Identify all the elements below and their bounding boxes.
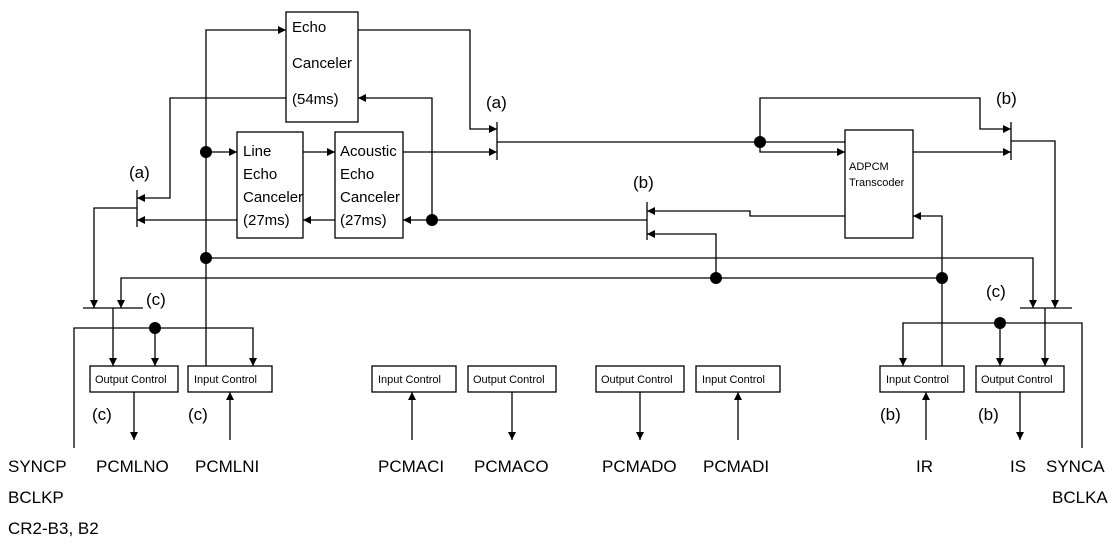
echo-canceler-line3: (54ms) — [292, 91, 339, 108]
pin-pcmlni: PCMLNI — [195, 457, 259, 476]
adpcm-transcoder-block: ADPCM Transcoder — [844, 129, 914, 239]
switch-label-a-left: (a) — [129, 163, 150, 182]
adpcm-transcoder-line1: ADPCM — [849, 161, 889, 173]
switch-label-b-top: (b) — [996, 89, 1017, 108]
switch-label-b-ir: (b) — [880, 405, 901, 424]
input-control-pcmad: Input Control — [695, 365, 781, 393]
junction-dot — [710, 272, 722, 284]
input-control-pcmln-label: Input Control — [194, 374, 257, 386]
output-control-pcmad: Output Control — [595, 365, 685, 393]
junction-dot — [200, 146, 212, 158]
output-control-is: Output Control — [975, 365, 1065, 393]
acoustic-echo-canceler-line4: (27ms) — [340, 212, 387, 229]
pin-synca: SYNCA — [1046, 457, 1105, 476]
pin-pcmlno: PCMLNO — [96, 457, 169, 476]
junction-dot — [936, 272, 948, 284]
junction-dot — [426, 214, 438, 226]
output-control-is-label: Output Control — [981, 374, 1053, 386]
junction-dot — [754, 136, 766, 148]
echo-canceler-line2: Canceler — [292, 55, 352, 72]
line-echo-canceler-block: Line Echo Canceler (27ms) — [236, 131, 304, 239]
output-control-pcmad-label: Output Control — [601, 374, 673, 386]
switch-label-c-left: (c) — [146, 290, 166, 309]
pin-bclkp: BCLKP — [8, 488, 64, 507]
pin-is: IS — [1010, 457, 1026, 476]
output-control-pcmln: Output Control — [89, 365, 179, 393]
acoustic-echo-canceler-line1: Acoustic — [340, 143, 397, 160]
switch-label-c-pcmlni: (c) — [188, 405, 208, 424]
junction-dot — [149, 322, 161, 334]
pin-pcmaci: PCMACI — [378, 457, 444, 476]
junction-dot — [994, 317, 1006, 329]
switch-label-a-top: (a) — [486, 93, 507, 112]
input-control-pcmac-label: Input Control — [378, 374, 441, 386]
input-control-pcmad-label: Input Control — [702, 374, 765, 386]
output-control-pcmln-label: Output Control — [95, 374, 167, 386]
adpcm-transcoder-line2: Transcoder — [849, 177, 905, 189]
line-echo-canceler-line1: Line — [243, 143, 271, 160]
wiring — [73, 26, 1083, 448]
acoustic-echo-canceler-line3: Canceler — [340, 189, 400, 206]
line-echo-canceler-line2: Echo — [243, 166, 277, 183]
pin-syncp: SYNCP — [8, 457, 67, 476]
input-control-pcmln: Input Control — [187, 365, 273, 393]
switch-label-c-pcmlno: (c) — [92, 405, 112, 424]
input-control-ir-label: Input Control — [886, 374, 949, 386]
pin-pcmaco: PCMACO — [474, 457, 549, 476]
echo-canceler-line1: Echo — [292, 19, 326, 36]
switch-label-b-middle: (b) — [633, 173, 654, 192]
pin-ir: IR — [916, 457, 933, 476]
echo-canceler-block: Echo Canceler (54ms) — [285, 11, 359, 123]
acoustic-echo-canceler-block: Acoustic Echo Canceler (27ms) — [334, 131, 404, 239]
output-control-pcmac: Output Control — [467, 365, 557, 393]
switch-label-c-right: (c) — [986, 282, 1006, 301]
pin-pcmadi: PCMADI — [703, 457, 769, 476]
line-echo-canceler-line3: Canceler — [243, 189, 303, 206]
junction-dot — [200, 252, 212, 264]
switch-label-b-is: (b) — [978, 405, 999, 424]
acoustic-echo-canceler-line2: Echo — [340, 166, 374, 183]
input-control-ir: Input Control — [879, 365, 965, 393]
pin-bclka: BCLKA — [1052, 488, 1108, 507]
pin-pcmado: PCMADO — [602, 457, 677, 476]
line-echo-canceler-line4: (27ms) — [243, 212, 290, 229]
input-control-pcmac: Input Control — [371, 365, 457, 393]
output-control-pcmac-label: Output Control — [473, 374, 545, 386]
pin-cr2: CR2-B3, B2 — [8, 519, 99, 538]
